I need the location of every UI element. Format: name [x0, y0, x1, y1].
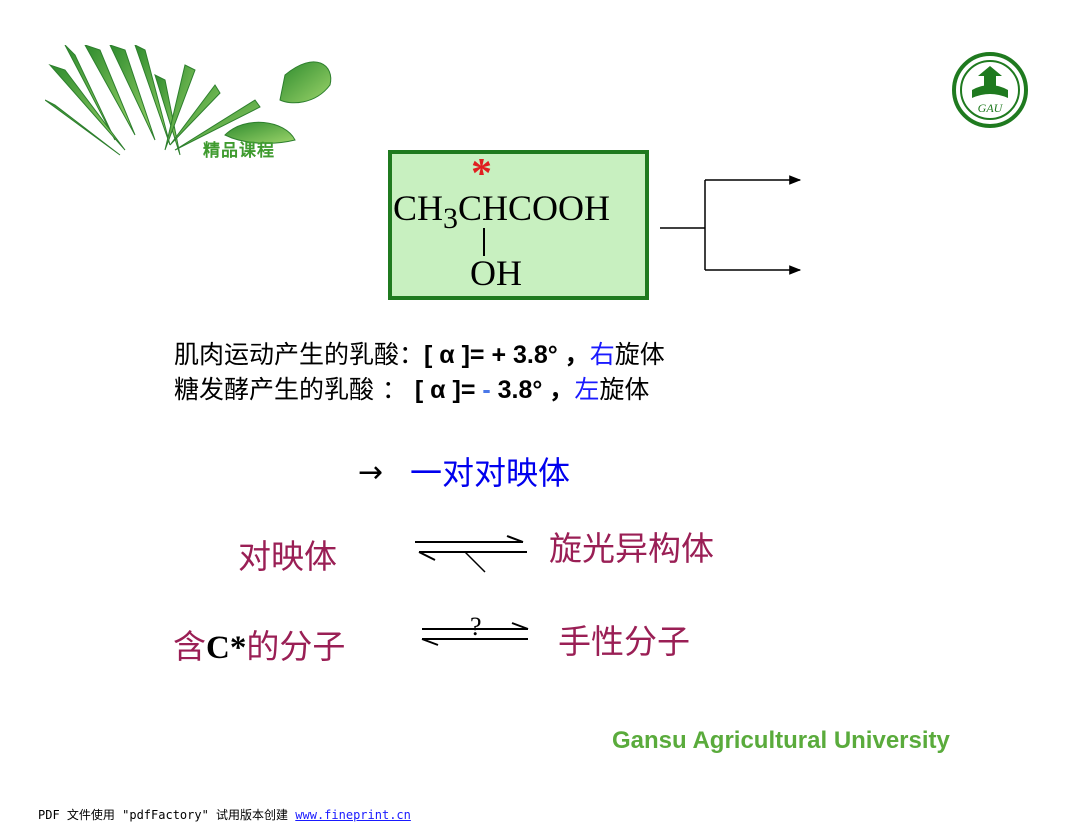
enantiomer-pair-label: 一对对映体	[410, 454, 571, 492]
right-arrow-icon: →	[358, 455, 384, 490]
pdf-footer: PDF 文件使用 "pdfFactory" 试用版本创建 www.finepri…	[38, 808, 411, 822]
question-mark: ?	[470, 612, 482, 641]
lactic-acid-formula: CH3CHCOOH	[393, 188, 611, 235]
optical-isomer-term: 旋光异构体	[549, 529, 714, 568]
chiral-molecule-term: 手性分子	[558, 622, 690, 661]
leaf-decoration-image	[45, 45, 332, 156]
equilibrium-arrow-icon	[421, 622, 529, 646]
chiral-carbon-molecule-term: 含C*的分子	[173, 627, 346, 666]
footer-link[interactable]: www.fineprint.cn	[295, 808, 411, 822]
university-logo: GAU	[952, 52, 1028, 128]
course-label: 精品课程	[203, 141, 275, 161]
chiral-star: *	[471, 151, 492, 197]
oh-group: OH	[470, 253, 522, 293]
logo-text: GAU	[978, 101, 1004, 115]
oh-bond-line	[483, 228, 485, 256]
university-name: Gansu Agricultural University	[612, 727, 950, 754]
branch-arrows	[660, 175, 802, 275]
enantiomer-term: 对映体	[238, 537, 337, 576]
muscle-lactic-acid-line: 肌肉运动产生的乳酸：[ α ]= + 3.8° ，右旋体	[174, 340, 665, 369]
fermentation-lactic-acid-line: 糖发酵产生的乳酸 ： [ α ]= - 3.8° ，左旋体	[174, 375, 650, 404]
half-equilibrium-arrow-icon	[415, 535, 527, 573]
formula-box	[388, 150, 649, 300]
